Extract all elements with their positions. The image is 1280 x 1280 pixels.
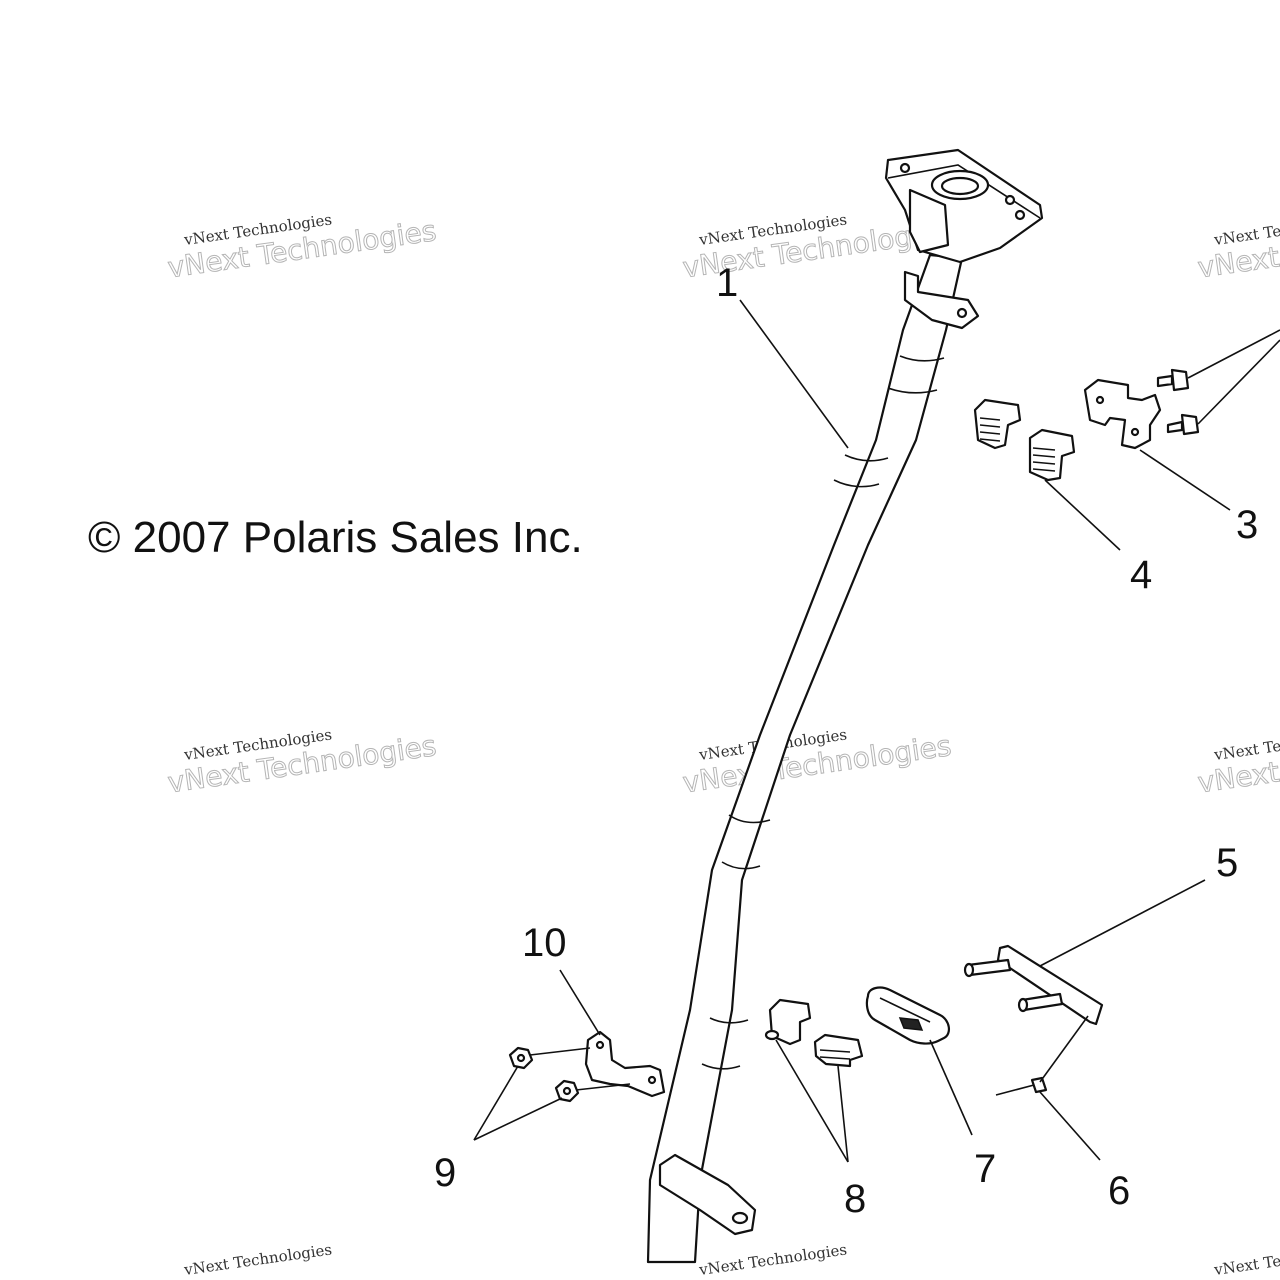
- leader-3-bolt-b: [1197, 339, 1280, 425]
- leader-3: [1139, 449, 1231, 511]
- shaft-band: [899, 355, 945, 362]
- bushing-lower: [1028, 428, 1076, 482]
- nut-hole: [562, 1086, 572, 1096]
- clamp-bracket: [1083, 378, 1162, 450]
- leader-5: [1039, 879, 1206, 967]
- leader-6a: [1039, 1091, 1101, 1161]
- bracket-body: [584, 1030, 666, 1098]
- leader-9a: [473, 1065, 519, 1141]
- block-insert: [898, 1017, 924, 1031]
- shaft-lower-collar: [658, 1153, 757, 1236]
- shaft-band: [887, 387, 938, 394]
- callout-4: 4: [1130, 553, 1152, 597]
- watermark-6: vNext Technologies vNext Technologies: [1195, 725, 1280, 800]
- lower-collar-hole: [731, 1211, 749, 1225]
- leader-9-nut-b: [575, 1083, 631, 1091]
- steering-shaft-part-1: [646, 148, 1044, 1264]
- leader-3-bolt-a: [1187, 329, 1280, 379]
- plate-body: [996, 944, 1104, 1026]
- plate-stud: [1020, 992, 1064, 1012]
- shaft-band: [833, 479, 880, 488]
- flange-hole: [899, 162, 911, 174]
- bushing-ring: [764, 1029, 780, 1041]
- callout-6: 6: [1108, 1169, 1130, 1213]
- leader-9-nut-a: [529, 1047, 591, 1056]
- clamp-hole: [1130, 427, 1140, 437]
- block-body: [865, 986, 950, 1045]
- callout-10: 10: [522, 921, 567, 965]
- leader-8a: [775, 1039, 849, 1163]
- bushing-set-part-4: [973, 398, 1076, 482]
- bolt: [1156, 374, 1174, 388]
- leader-8b: [837, 1065, 849, 1163]
- watermark-9: vNext Technologies: [1212, 1240, 1280, 1279]
- pin-head: [1030, 1076, 1048, 1094]
- plate-part-5: [963, 944, 1104, 1026]
- bushing-ribs: [979, 417, 1001, 442]
- watermark-small-text: vNext Technologies: [1212, 1240, 1280, 1279]
- watermark-5: vNext Technologies vNext Technologies: [680, 725, 954, 800]
- flange-hole: [1014, 209, 1026, 221]
- collar-hole: [956, 307, 968, 319]
- watermark-8: vNext Technologies: [697, 1240, 848, 1279]
- callout-numbers: 1 3 4 5 10 9 7 6 8: [434, 261, 1258, 1221]
- flange-bracket: [908, 188, 950, 254]
- shaft-band: [721, 861, 761, 870]
- watermark-4: vNext Technologies vNext Technologies: [165, 725, 439, 800]
- copyright-text: © 2007 Polaris Sales Inc.: [88, 513, 583, 562]
- watermark-small-text: vNext Technologies: [697, 1240, 848, 1279]
- stud-end: [1017, 997, 1029, 1013]
- watermark-small-text: vNext Technologies: [182, 1240, 333, 1279]
- lower-bushing-a: [768, 998, 812, 1046]
- bolt: [1166, 420, 1184, 434]
- callout-1: 1: [716, 261, 738, 305]
- callout-5: 5: [1216, 841, 1238, 885]
- leader-7: [929, 1039, 973, 1136]
- bushing-ribs: [819, 1049, 851, 1060]
- callout-9: 9: [434, 1151, 456, 1195]
- flange-bearing-inner: [940, 176, 980, 196]
- bolt-head: [1180, 413, 1200, 436]
- flange-hole: [1004, 194, 1016, 206]
- watermark-7: vNext Technologies: [182, 1240, 333, 1279]
- callout-3: 3: [1236, 503, 1258, 547]
- leader-10: [559, 969, 601, 1036]
- block-part-7: [865, 986, 950, 1045]
- leader-lines: [473, 299, 1280, 1163]
- bolt-head: [1170, 368, 1190, 392]
- nut-hole: [516, 1053, 526, 1063]
- callout-8: 8: [844, 1177, 866, 1221]
- shaft-band: [701, 1063, 741, 1070]
- bracket-hole: [595, 1040, 605, 1050]
- nut-set-part-9: [508, 1046, 580, 1103]
- shaft-band: [728, 814, 771, 824]
- callout-7: 7: [974, 1147, 996, 1191]
- pin-part-6: [995, 1076, 1048, 1096]
- pin-shaft: [995, 1084, 1035, 1096]
- clamp-hole: [1095, 395, 1105, 405]
- leader-6b: [1039, 1015, 1089, 1083]
- watermark-group: vNext Technologies vNext Technologies vN…: [165, 210, 1280, 1279]
- shaft-band: [844, 454, 889, 462]
- shaft-tube: [646, 253, 964, 1264]
- clamp-part-3: [1083, 368, 1200, 450]
- bushing-ribs: [1032, 447, 1056, 472]
- lower-bushing-set-part-8: [764, 998, 864, 1068]
- plate-stud: [966, 958, 1012, 977]
- bracket-part-10: [584, 1030, 666, 1098]
- stud-end: [963, 962, 975, 978]
- bracket-hole: [647, 1075, 657, 1085]
- bushing-upper: [973, 398, 1022, 450]
- watermark-3: vNext Technologies vNext Technologies: [1195, 210, 1280, 285]
- leader-9b: [473, 1097, 563, 1141]
- shaft-band: [709, 1017, 749, 1024]
- block-slot: [879, 997, 931, 1023]
- leader-1: [739, 299, 849, 449]
- leader-4: [1044, 479, 1121, 551]
- watermark-1: vNext Technologies vNext Technologies: [165, 210, 439, 285]
